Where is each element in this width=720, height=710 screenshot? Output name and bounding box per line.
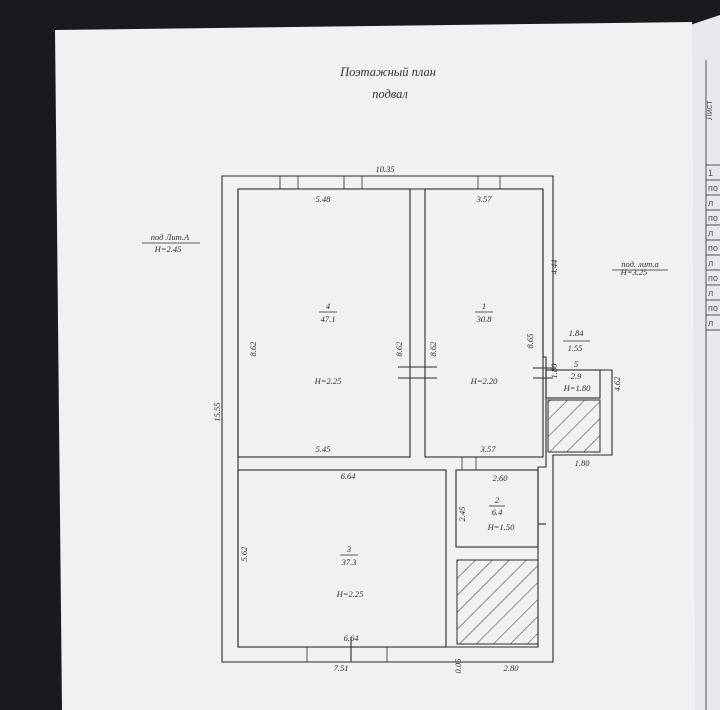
room-2 [455,469,539,548]
side-sheet-row: л [708,198,713,208]
dim-room5-bottom: 1.80 [575,458,591,468]
dim-wall-thickness: 0.05 [453,659,463,674]
side-sheet-row: по [708,243,718,253]
stair-hatch-bottom [456,559,539,645]
level-left-label: под Лит.А [151,232,190,242]
window-marks [279,175,501,663]
level-right-label: под. лит.а [621,259,659,269]
stair-hatch-right [547,399,601,453]
room2-height: H=1.50 [487,522,515,532]
side-sheet-row: л [708,288,713,298]
dim-room5-top: 1.84 [569,328,585,338]
room2-area: 6.4 [492,507,503,517]
dim-room1-right: 8.65 [525,334,535,349]
room4-number: 4 [326,301,331,311]
plan-sheet [55,22,695,710]
dim-room3-bottom: 6.64 [344,633,360,643]
room3-area: 37.3 [341,557,357,567]
side-sheet-row: л [708,258,713,268]
room-labels: 4 47.1 H=2.25 1 30.8 H=2.20 5 2.9 H=1.80… [314,301,591,599]
dim-room1-bottom: 3.57 [480,444,497,454]
level-right-height: H=3.25 [620,267,648,277]
side-sheet-row: л [708,228,713,238]
room5-height: H=1.80 [563,383,591,393]
side-sheet-row: по [708,213,718,223]
dim-overall-length: 15.55 [212,402,222,421]
side-sheet-table: Лист 1 по л по л по л по л по л [704,60,720,710]
dim-room2-bottom: 2.80 [504,663,520,673]
side-sheet-row: 1 [708,168,713,178]
page-title: Поэтажный план [339,65,436,79]
dim-room3-left: 5.62 [239,546,249,562]
room1-number: 1 [482,301,486,311]
dim-room1-top: 3.57 [476,194,493,204]
page-subtitle: подвал [372,87,408,101]
room1-area: 30.8 [476,314,493,324]
dim-room4-left: 8.62 [248,341,258,357]
room4-area: 47.1 [321,314,336,324]
room2-number: 2 [495,495,500,505]
dim-room5-left: 1.80 [549,363,559,379]
level-left-height: H=2.45 [154,244,182,254]
dim-room3-outer: 7.51 [334,663,349,673]
door-marks [350,366,553,662]
side-sheet-header: Лист [704,100,714,120]
dim-room4-top: 5.48 [316,194,332,204]
room4-height: H=2.25 [314,376,342,386]
side-sheet-row: по [708,273,718,283]
room3-height: H=2.25 [336,589,364,599]
dim-room1-left: 8.62 [428,341,438,357]
dim-room4-right: 8.62 [394,341,404,357]
side-sheet-row: по [708,183,718,193]
dimension-labels: 10.35 15.55 5.48 5.45 8.62 8.62 3.57 3.5… [212,164,622,673]
dim-overall-width: 10.35 [375,164,394,174]
dim-room4-bottom: 5.45 [316,444,331,454]
dim-room5-inner: 1.55 [568,343,583,353]
level-labels: под Лит.А H=2.45 под. лит.а H=3.25 [142,232,668,277]
room3-number: 3 [346,544,351,554]
dim-room5-right: 4.62 [612,376,622,392]
dim-room2-left: 2.45 [457,507,467,522]
room5-area: 2.9 [571,371,582,381]
next-page-sheet [690,15,720,710]
side-sheet-row: л [708,318,713,328]
room-4 [237,188,411,458]
room5-number: 5 [574,359,578,369]
side-sheet-row: по [708,303,718,313]
dim-room2-top: 2.60 [493,473,509,483]
dim-room3-top: 6.64 [341,471,357,481]
room1-height: H=2.20 [470,376,498,386]
dim-room1-offset: 4.44 [549,259,559,275]
